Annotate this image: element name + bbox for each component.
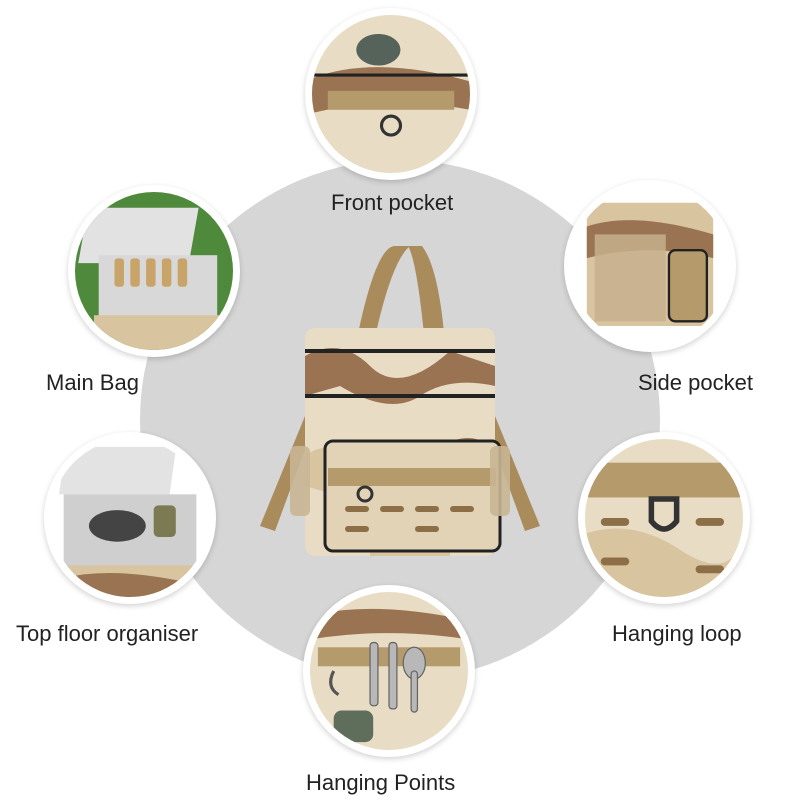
side-pocket-callout: [564, 180, 736, 352]
front-pocket-callout: [305, 8, 477, 180]
hanging-loop-label: Hanging loop: [612, 621, 742, 646]
hanging-points-callout: [303, 585, 475, 757]
hanging-points-label: Hanging Points: [306, 770, 456, 795]
top-floor-organiser-label: Top floor organiser: [16, 621, 199, 646]
front-pocket-label: Front pocket: [331, 190, 454, 215]
camo-cooler-bag-image: [250, 236, 550, 566]
hanging-loop-callout: [578, 432, 750, 604]
top-floor-organiser-callout: [44, 432, 216, 604]
side-pocket-label: Side pocket: [638, 370, 753, 395]
main-bag-label: Main Bag: [46, 370, 139, 395]
main-bag-callout: [68, 185, 240, 357]
